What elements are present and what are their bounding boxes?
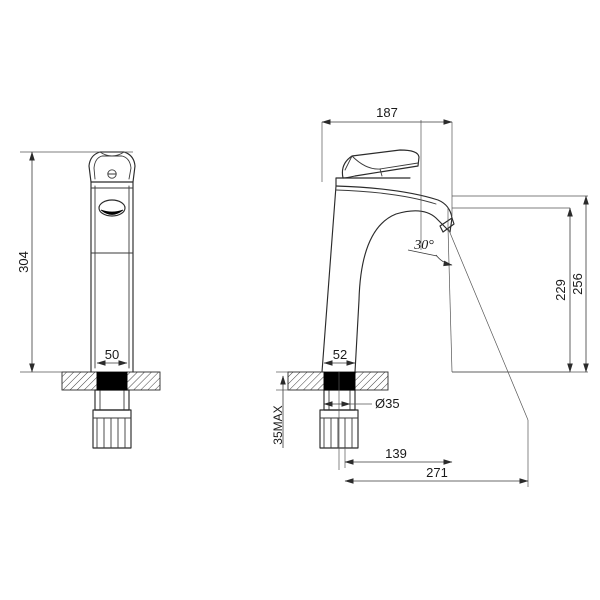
dim-label-diameter-35: Ø35 bbox=[375, 396, 400, 411]
dim-diameter-35: Ø35 bbox=[323, 396, 400, 411]
dim-187: 187 bbox=[321, 105, 453, 216]
dim-label-35max: 35MAX bbox=[271, 405, 285, 444]
dim-label-229: 229 bbox=[553, 279, 568, 301]
dim-256: 256 bbox=[452, 195, 589, 373]
left-view-base-block bbox=[96, 371, 128, 391]
left-view-group: 304 50 bbox=[16, 151, 161, 449]
dim-271: 271 bbox=[344, 420, 529, 487]
dim-30-degrees: 30° bbox=[407, 238, 453, 267]
left-view-faucet-body bbox=[88, 151, 136, 373]
dim-229: 229 bbox=[452, 207, 573, 373]
dim-50: 50 bbox=[96, 347, 128, 366]
dim-label-139: 139 bbox=[385, 446, 407, 461]
dim-label-52: 52 bbox=[333, 347, 347, 362]
dim-52: 52 bbox=[323, 347, 356, 366]
dim-label-256: 256 bbox=[570, 273, 585, 295]
right-view-base-block bbox=[323, 371, 356, 391]
dim-label-304: 304 bbox=[16, 251, 31, 273]
dim-35max: 35MAX bbox=[271, 371, 288, 448]
dim-label-271: 271 bbox=[426, 465, 448, 480]
left-view-shank bbox=[92, 389, 132, 449]
stream-projection-lines bbox=[420, 120, 529, 421]
right-view-group: 187 52 229 256 bbox=[271, 105, 589, 487]
right-view-faucet-body bbox=[321, 149, 455, 373]
left-view-countertop bbox=[61, 371, 161, 391]
dim-label-187: 187 bbox=[376, 105, 398, 120]
dim-304: 304 bbox=[16, 151, 133, 373]
dim-label-30-degrees: 30° bbox=[413, 238, 434, 253]
dim-139: 139 bbox=[344, 446, 453, 468]
dim-label-50: 50 bbox=[105, 347, 119, 362]
